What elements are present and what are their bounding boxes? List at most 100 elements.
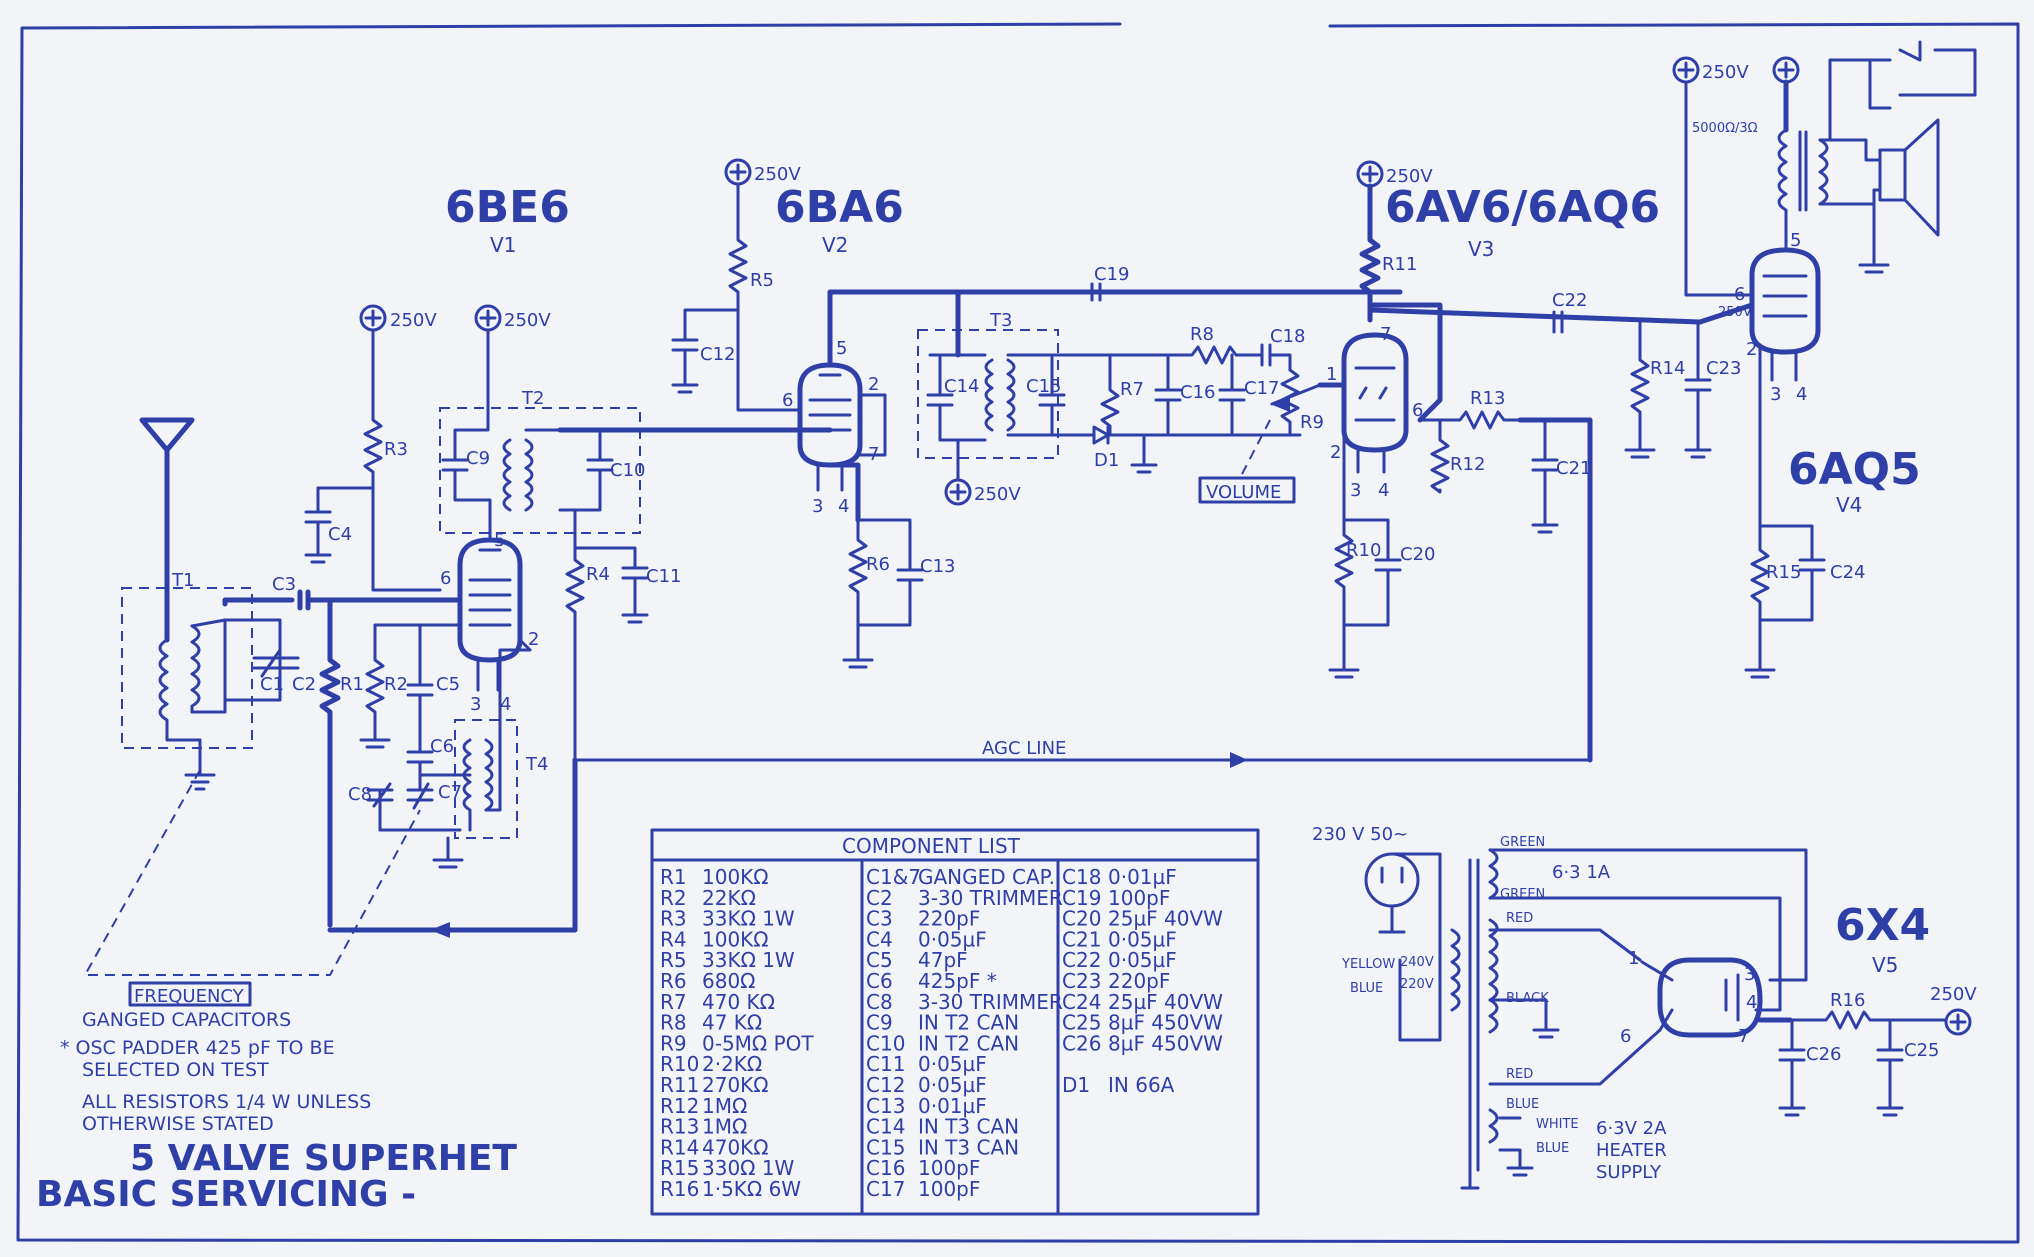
component-value: 470 KΩ [702, 990, 775, 1014]
svg-text:3: 3 [470, 694, 481, 715]
valve-title-v1: 6BE6 V1 [445, 182, 570, 257]
component-ref: C14 [866, 1115, 905, 1139]
svg-text:6BE6: 6BE6 [445, 182, 570, 233]
svg-text:C10: C10 [610, 460, 645, 481]
component-value: 25µF 40VW [1108, 990, 1223, 1014]
svg-text:RED: RED [1506, 1067, 1533, 1082]
svg-text:6·3 1A: 6·3 1A [1552, 862, 1611, 883]
svg-text:250V: 250V [1702, 62, 1749, 83]
svg-text:2: 2 [1746, 339, 1757, 360]
svg-text:250V: 250V [390, 310, 437, 331]
svg-text:5 VALVE SUPERHET: 5 VALVE SUPERHET [130, 1138, 517, 1179]
component-value: 33KΩ 1W [702, 948, 795, 972]
capacitor-c6-c7: C6 C7 C8 [348, 736, 472, 832]
valve-v3: 7 1 2 6 3 4 [1317, 324, 1423, 501]
svg-text:* OSC PADDER 425 pF TO BE: * OSC PADDER 425 pF TO BE [60, 1037, 335, 1059]
component-value: 47pF [918, 948, 968, 972]
component-ref: R3 [660, 907, 687, 931]
capacitor-c4: C4 [304, 486, 375, 564]
svg-text:3: 3 [1350, 480, 1361, 501]
resistor-r16: R16 [1788, 990, 1948, 1030]
resistor-r1: R1 [319, 597, 364, 928]
component-value: 8µF 450VW [1108, 1011, 1223, 1035]
component-ref: C6 [866, 969, 893, 993]
svg-text:V5: V5 [1872, 953, 1898, 977]
svg-text:4: 4 [1796, 384, 1807, 405]
output-transformer: 5000Ω/3Ω [1684, 40, 1977, 297]
svg-text:R12: R12 [1450, 454, 1485, 475]
component-value: 3-30 TRIMMER [918, 886, 1063, 910]
resistor-r15-c24: R15 C24 [1744, 518, 1865, 679]
supply-250v-output: 250V [1930, 984, 1977, 1036]
svg-text:R10: R10 [1346, 540, 1381, 561]
capacitor-c22: C22 [1552, 290, 1587, 334]
svg-text:C3: C3 [272, 574, 296, 595]
component-ref: R14 [660, 1135, 699, 1159]
svg-text:C14: C14 [944, 376, 979, 397]
component-value: 680Ω [702, 969, 755, 993]
svg-text:C22: C22 [1552, 290, 1587, 311]
valve-v1: 6 5 2 3 4 [437, 530, 539, 715]
component-ref: C5 [866, 948, 893, 972]
svg-text:R7: R7 [1120, 379, 1144, 400]
component-ref: C16 [866, 1156, 905, 1180]
svg-text:6AQ5: 6AQ5 [1788, 444, 1921, 495]
component-value: 100pF [1108, 886, 1170, 910]
valve-v5: 1 6 3 4 7 [1620, 948, 1793, 1047]
capacitor-c1-c2: C1 C2 [223, 618, 316, 702]
component-ref: R5 [660, 948, 687, 972]
component-ref: C9 [866, 1011, 893, 1035]
svg-text:C4: C4 [328, 524, 352, 545]
component-value: 100KΩ [702, 865, 769, 889]
svg-text:R8: R8 [1190, 324, 1214, 345]
component-ref: C22 [1062, 948, 1101, 972]
component-value: 1MΩ [702, 1115, 747, 1139]
component-ref: C26 [1062, 1031, 1101, 1055]
component-value: 330Ω 1W [702, 1156, 795, 1180]
resistor-r14: R14 [1624, 320, 1685, 459]
component-ref: C3 [866, 907, 893, 931]
component-ref: D1 [1062, 1073, 1090, 1097]
svg-text:V4: V4 [1836, 493, 1862, 517]
component-ref: R4 [660, 927, 687, 951]
svg-text:R16: R16 [1830, 990, 1865, 1011]
supply-250v-r3: 250V [359, 304, 437, 332]
valve-title-v4: 6AQ5 V4 [1788, 444, 1921, 517]
svg-text:COMPONENT LIST: COMPONENT LIST [842, 834, 1021, 858]
svg-text:BLUE: BLUE [1350, 981, 1383, 996]
svg-text:YELLOW: YELLOW [1341, 957, 1395, 972]
component-value: 0·05µF [1108, 948, 1177, 972]
svg-text:6AV6/6AQ6: 6AV6/6AQ6 [1385, 182, 1660, 233]
svg-text:C12: C12 [700, 344, 735, 365]
svg-text:2: 2 [528, 629, 539, 650]
svg-text:C25: C25 [1904, 1040, 1939, 1061]
component-ref: R7 [660, 990, 687, 1014]
svg-text:6: 6 [782, 390, 793, 411]
component-value: 22KΩ [702, 886, 756, 910]
svg-text:220V: 220V [1400, 977, 1434, 992]
svg-text:ALL RESISTORS 1/4 W UNLESS: ALL RESISTORS 1/4 W UNLESS [82, 1091, 371, 1113]
transformer-t3: T3 C14 C15 [917, 289, 1182, 482]
component-value: 0·01µF [918, 1094, 987, 1118]
capacitor-c3: C3 [222, 574, 443, 611]
component-value: 1MΩ [702, 1094, 747, 1118]
svg-text:C13: C13 [920, 556, 955, 577]
component-value: IN T3 CAN [918, 1115, 1019, 1139]
frequency-gang-link: FREQUENCY [83, 769, 421, 1007]
svg-text:V1: V1 [490, 233, 516, 257]
svg-text:R6: R6 [866, 554, 890, 575]
component-value: 1·5KΩ 6W [702, 1177, 801, 1201]
svg-text:BASIC SERVICING -: BASIC SERVICING - [36, 1174, 416, 1215]
component-ref: C15 [866, 1135, 905, 1159]
svg-text:7: 7 [1380, 324, 1391, 345]
resistor-r3: R3 [363, 328, 442, 592]
component-ref: C21 [1062, 927, 1101, 951]
svg-text:3: 3 [1770, 384, 1781, 405]
supply-250v-t3: 250V [944, 478, 1021, 506]
svg-text:4: 4 [838, 496, 849, 517]
valve-v2: 5 6 2 7 3 4 [782, 289, 1403, 523]
valve-title-v2: 6BA6 V2 [775, 182, 904, 257]
svg-text:T1: T1 [171, 570, 194, 591]
component-list: COMPONENT LIST [650, 828, 1260, 1216]
